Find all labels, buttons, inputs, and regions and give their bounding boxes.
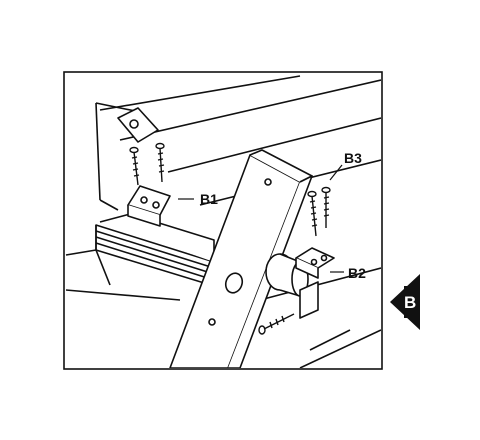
pivot-knob (265, 253, 309, 297)
section-tab: B (390, 274, 420, 330)
section-tab-letter: B (404, 293, 416, 312)
screw-b1-right (155, 142, 165, 183)
leader-lines (178, 164, 344, 273)
screws (129, 142, 331, 335)
callout-b2: B2 (348, 265, 366, 281)
screw-b3-left (307, 190, 318, 237)
callout-b1: B1 (200, 191, 218, 207)
upper-bracket (117, 107, 159, 143)
screw-b1-left (129, 146, 140, 186)
bracket-b2 (295, 247, 335, 319)
roof-panel (95, 75, 381, 211)
screw-b2-lower (258, 313, 295, 335)
screw-b3-right (321, 186, 331, 228)
bracket-b1 (127, 185, 171, 227)
callout-b3: B3 (344, 150, 362, 166)
